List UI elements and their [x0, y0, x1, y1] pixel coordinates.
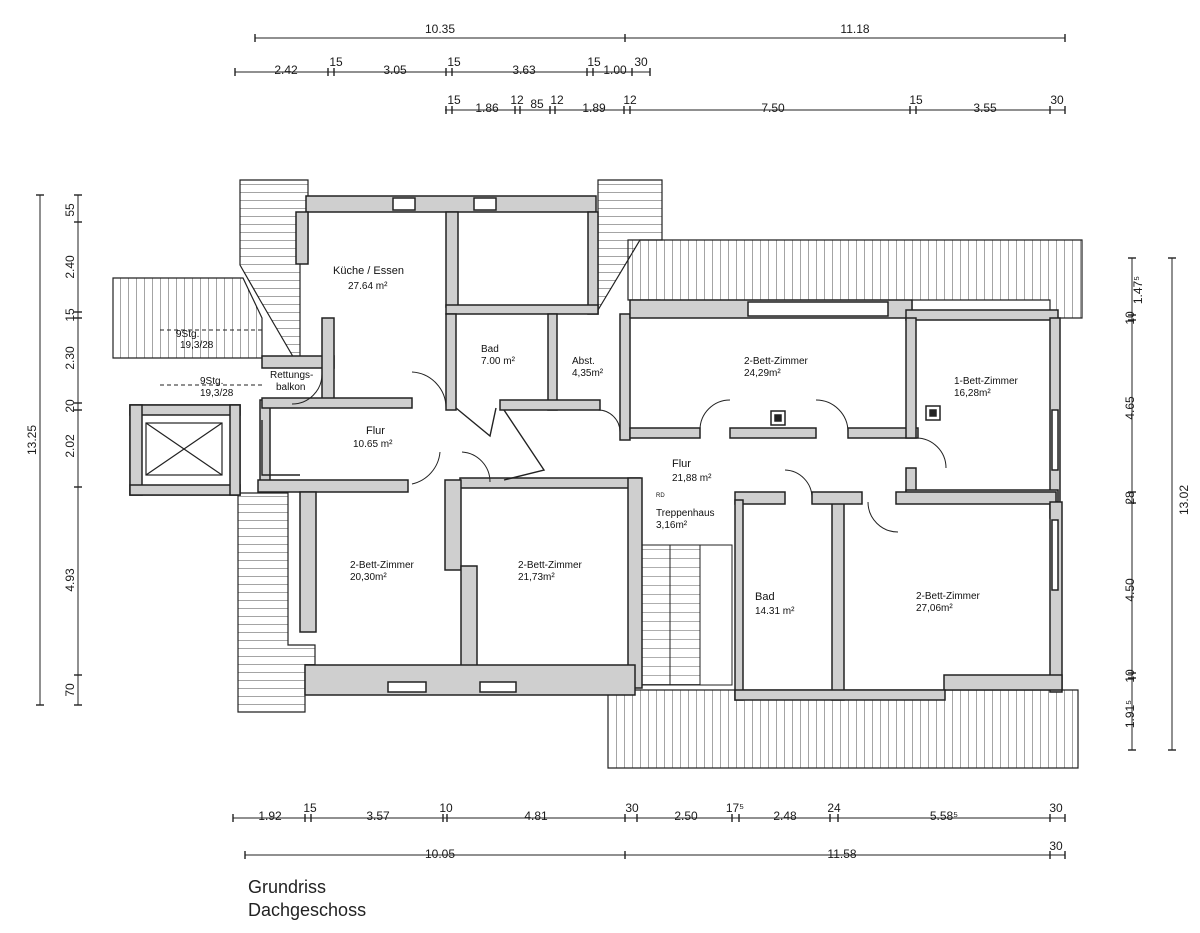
shaft-box	[145, 422, 223, 476]
roof-areas	[112, 179, 1083, 769]
dim-left-2: 2.40	[63, 255, 77, 279]
dim-bottom1-9: 24	[827, 801, 841, 815]
dim-left-total: 13.25	[25, 425, 39, 455]
dim-top1-0: 10.35	[425, 22, 455, 36]
dimension-lines	[36, 34, 1176, 859]
roof-left	[112, 277, 263, 359]
dim-right-7: 1.91⁵	[1123, 700, 1137, 728]
dim-bottom1-11: 30	[1049, 801, 1063, 815]
room-flur2-area: 21,88 m²	[672, 473, 712, 484]
room-zimmer2-name: 1-Bett-Zimmer	[954, 376, 1019, 387]
room-treppenhaus-name: Treppenhaus	[656, 508, 715, 519]
dim-right-1: 1.47⁵	[1131, 276, 1145, 304]
dim-left-5: 20	[63, 399, 77, 413]
rd-label: RD	[656, 493, 665, 499]
room-zimmer3-name: 2-Bett-Zimmer	[350, 560, 415, 571]
dim-left-3: 15	[63, 308, 77, 322]
dim-top3-5: 1.89	[582, 101, 606, 115]
dim-top3-4: 12	[550, 93, 564, 107]
caption-title: Grundriss	[248, 877, 327, 897]
rettung-label-1: Rettungs-	[270, 370, 313, 381]
dim-top3-0: 15	[447, 93, 461, 107]
stairs-label-2a: 9Stg.	[200, 376, 223, 387]
room-zimmer4-area: 21,73m²	[518, 572, 555, 583]
dim-right-5: 4.50	[1123, 578, 1137, 602]
room-bad1-area: 7.00 m²	[481, 356, 516, 367]
dim-right-4: 28	[1123, 491, 1137, 505]
room-bad2-name: Bad	[755, 591, 775, 603]
dim-bottom2-2: 30	[1049, 839, 1063, 853]
room-flur1-name: Flur	[366, 425, 385, 437]
dim-left-4: 2.30	[63, 346, 77, 370]
dim-top2-0: 2.42	[274, 63, 298, 77]
dim-left-6: 2.02	[63, 434, 77, 458]
dim-left-7: 4.93	[63, 568, 77, 592]
room-abst-name: Abst.	[572, 356, 595, 367]
room-flur2-name: Flur	[672, 458, 691, 470]
dim-top3-1: 1.86	[475, 101, 499, 115]
dim-bottom1-0: 1.92	[258, 809, 282, 823]
room-bad1-name: Bad	[481, 344, 499, 355]
room-abst-area: 4,35m²	[572, 368, 604, 379]
room-labels: Küche / Essen 27.64 m² Bad 7.00 m² Abst.…	[176, 265, 1019, 617]
dim-bottom1-8: 2.48	[773, 809, 797, 823]
dim-top3-6: 12	[623, 93, 637, 107]
dim-bottom1-5: 30	[625, 801, 639, 815]
room-flur1-area: 10.65 m²	[353, 439, 393, 450]
stairs-label-2b: 19,3/28	[200, 388, 234, 399]
room-zimmer5-area: 27,06m²	[916, 603, 953, 614]
dim-top2-4: 3.63	[512, 63, 536, 77]
dim-bottom1-3: 10	[439, 801, 453, 815]
doors	[261, 371, 947, 533]
room-zimmer1-area: 24,29m²	[744, 368, 781, 379]
dim-bottom2-0: 10.05	[425, 847, 455, 861]
caption-subtitle: Dachgeschoss	[248, 900, 367, 920]
roof-bottom-right	[607, 689, 1079, 769]
room-zimmer4-name: 2-Bett-Zimmer	[518, 560, 583, 571]
dim-top3-3: 85	[530, 97, 544, 111]
dimension-labels: 10.35 11.18 2.42 15 3.05 15 3.63 15 1.00…	[25, 22, 1191, 861]
room-bad2-area: 14.31 m²	[755, 606, 795, 617]
dim-bottom1-7: 17⁵	[726, 801, 744, 815]
room-kueche-area: 27.64 m²	[348, 281, 388, 292]
room-zimmer3-area: 20,30m²	[350, 572, 387, 583]
dim-bottom1-6: 2.50	[674, 809, 698, 823]
stairs-label-1b: 19,3/28	[180, 340, 214, 351]
dim-top2-1: 15	[329, 55, 343, 69]
dim-top2-2: 3.05	[383, 63, 407, 77]
dim-top2-5: 15	[587, 55, 601, 69]
dim-right-total: 13.02	[1177, 485, 1191, 515]
room-treppenhaus-area: 3,16m²	[656, 520, 688, 531]
dim-top1-1: 11.18	[840, 22, 869, 36]
stair-flight	[641, 544, 701, 686]
dim-top3-8: 15	[909, 93, 923, 107]
dim-bottom1-2: 3.57	[366, 809, 390, 823]
dim-bottom2-1: 11.58	[827, 847, 856, 861]
dim-right-2: 10	[1123, 311, 1137, 325]
dim-bottom1-1: 15	[303, 801, 317, 815]
rettung-label-2: balkon	[276, 382, 305, 393]
dim-top3-10: 30	[1050, 93, 1064, 107]
dim-top3-7: 7.50	[761, 101, 785, 115]
dim-top2-6: 1.00	[603, 63, 627, 77]
room-zimmer2-area: 16,28m²	[954, 388, 991, 399]
dim-top3-2: 12	[510, 93, 524, 107]
walls	[129, 195, 1063, 701]
dim-right-6: 10	[1123, 669, 1137, 683]
dim-top2-3: 15	[447, 55, 461, 69]
dim-left-8: 70	[63, 683, 77, 697]
dim-top2-7: 30	[634, 55, 648, 69]
room-zimmer1-name: 2-Bett-Zimmer	[744, 356, 809, 367]
dim-bottom1-4: 4.81	[524, 809, 548, 823]
room-kueche-name: Küche / Essen	[333, 265, 404, 277]
stairs-label-1a: 9Stg.	[176, 329, 199, 340]
room-zimmer5-name: 2-Bett-Zimmer	[916, 591, 981, 602]
dim-top3-9: 3.55	[973, 101, 997, 115]
dim-right-3: 4.65	[1123, 396, 1137, 420]
dim-left-1: 55	[63, 203, 77, 217]
dim-bottom1-10: 5.58⁵	[930, 809, 958, 823]
